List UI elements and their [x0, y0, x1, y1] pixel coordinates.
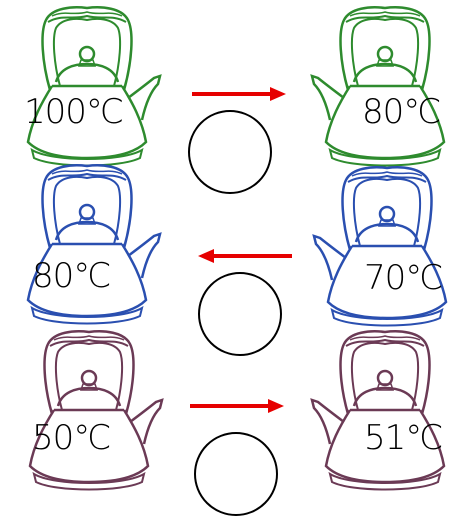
- temperature-label-row3-right: 51℃: [364, 418, 443, 458]
- temperature-label-row2-left: 80℃: [32, 256, 111, 296]
- temperature-label-row1-left: 100℃: [24, 92, 124, 132]
- kettle-icon-row1-right: [310, 2, 460, 172]
- temperature-label-row3-left: 50℃: [32, 418, 111, 458]
- arrow-right-icon-row3: [190, 399, 284, 413]
- answer-circle-row3[interactable]: [194, 432, 278, 516]
- answer-circle-row1[interactable]: [188, 110, 272, 194]
- arrow-right-icon-row1: [192, 87, 286, 101]
- kettle-icon-row1-left: [12, 2, 162, 172]
- kettle-icon-row2-right: [312, 162, 462, 332]
- temperature-label-row1-right: 80℃: [362, 92, 441, 132]
- kettle-icon-row2-left: [12, 160, 162, 330]
- temperature-label-row2-right: 70℃: [364, 258, 443, 298]
- kettle-icon-row3-right: [310, 326, 460, 496]
- arrow-left-icon-row2: [198, 249, 292, 263]
- answer-circle-row2[interactable]: [198, 272, 282, 356]
- kettle-icon-row3-left: [14, 326, 164, 496]
